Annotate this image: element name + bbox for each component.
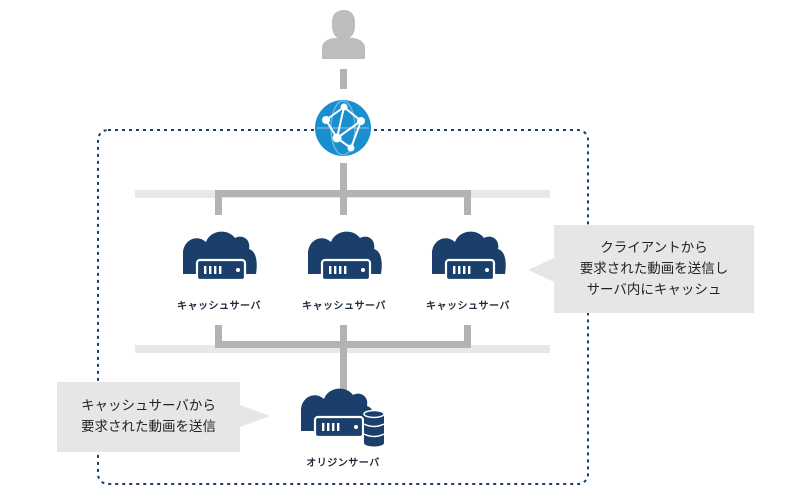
cache-callout: クライアントから 要求された動画を送信し サーバ内にキャッシュ bbox=[554, 225, 754, 313]
cache-server-label: キャッシュサーバ bbox=[302, 301, 386, 312]
upper-connectors bbox=[215, 163, 471, 215]
origin-callout: キャッシュサーバから 要求された動画を送信 bbox=[57, 382, 240, 452]
cache-callout-line: 要求された動画を送信し bbox=[579, 260, 729, 277]
lower-connectors bbox=[215, 325, 471, 390]
origin-callout-line: キャッシュサーバから bbox=[81, 398, 216, 414]
cache-server-label: キャッシュサーバ bbox=[426, 301, 510, 312]
cache-callout-line: サーバ内にキャッシュ bbox=[586, 281, 722, 298]
user-connector bbox=[340, 69, 347, 89]
cloud-server-icon bbox=[430, 230, 507, 282]
database-icon bbox=[363, 409, 385, 447]
cloud-server-icon bbox=[181, 230, 258, 282]
cache-callout-tail bbox=[528, 258, 554, 282]
cache-callout-line: クライアントから bbox=[600, 239, 708, 256]
cloud-server-icon bbox=[306, 230, 383, 282]
globe-network-icon bbox=[315, 100, 371, 156]
cache-server-label: キャッシュサーバ bbox=[177, 301, 261, 312]
origin-callout-line: 要求された動画を送信 bbox=[81, 419, 216, 435]
origin-server-label: オリジンサーバ bbox=[306, 458, 380, 469]
origin-callout-tail bbox=[240, 405, 270, 427]
person-silhouette-icon bbox=[322, 10, 365, 59]
